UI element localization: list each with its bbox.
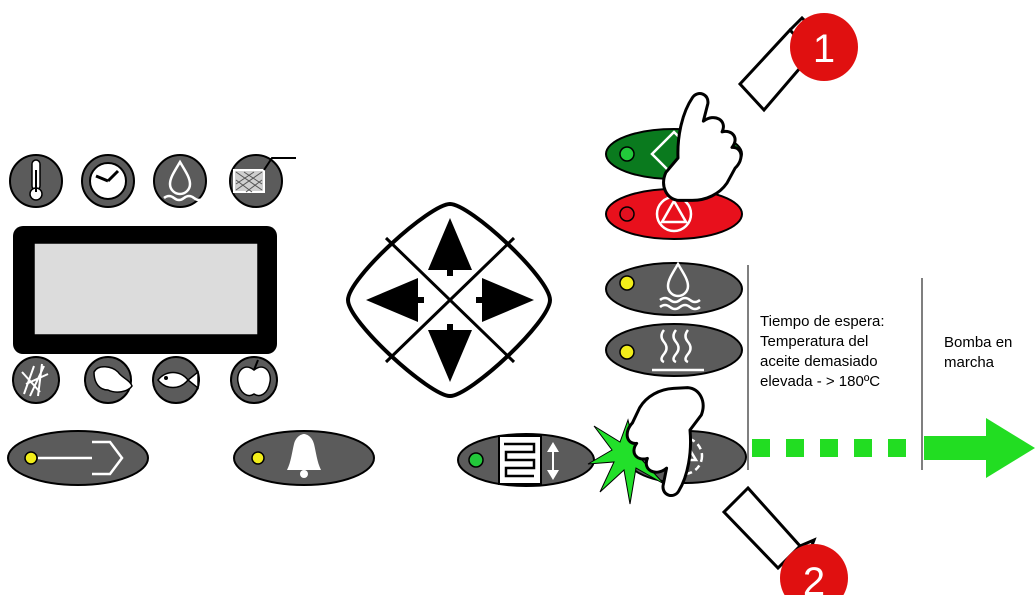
thermometer-icon [30, 160, 42, 200]
water-button[interactable] [154, 155, 206, 207]
lcd-display [13, 226, 277, 354]
svg-text:1: 1 [813, 27, 835, 71]
wait-note: Tiempo de espera: Temperatura del aceite… [760, 312, 885, 392]
clock-icon [90, 163, 126, 199]
heating-button[interactable] [606, 324, 742, 376]
status-led [469, 453, 483, 467]
status-led [620, 147, 634, 161]
pump-note: Bomba en marcha [944, 333, 1012, 373]
status-led [620, 345, 634, 359]
wait-note-line: Tiempo de espera: [760, 312, 885, 332]
status-led [620, 276, 634, 290]
status-led [25, 452, 37, 464]
step-badge-1: 1 [790, 13, 858, 81]
apple-button[interactable] [231, 357, 277, 403]
fries-button[interactable] [13, 357, 59, 403]
wait-note-line: Temperatura del [760, 332, 885, 352]
navigation-pad[interactable] [348, 204, 550, 396]
wait-note-line: elevada - > 180ºC [760, 372, 885, 392]
water-fill-button[interactable] [606, 263, 742, 315]
svg-text:2: 2 [803, 560, 825, 595]
flow-arrow [752, 418, 1035, 478]
pump-note-line: marcha [944, 353, 1012, 373]
thermometer-button[interactable] [10, 155, 62, 207]
fish-button[interactable] [153, 357, 199, 403]
wait-note-line: aceite demasiado [760, 352, 885, 372]
coil-button[interactable] [458, 434, 594, 486]
navigation-cross-icon [366, 218, 534, 382]
filter-button[interactable] [230, 155, 296, 207]
exit-button[interactable] [8, 431, 148, 485]
alarm-button[interactable] [234, 431, 374, 485]
pump-note-line: Bomba en [944, 333, 1012, 353]
status-led [620, 207, 634, 221]
timer-button[interactable] [82, 155, 134, 207]
meat-button[interactable] [85, 357, 132, 403]
status-led [252, 452, 264, 464]
